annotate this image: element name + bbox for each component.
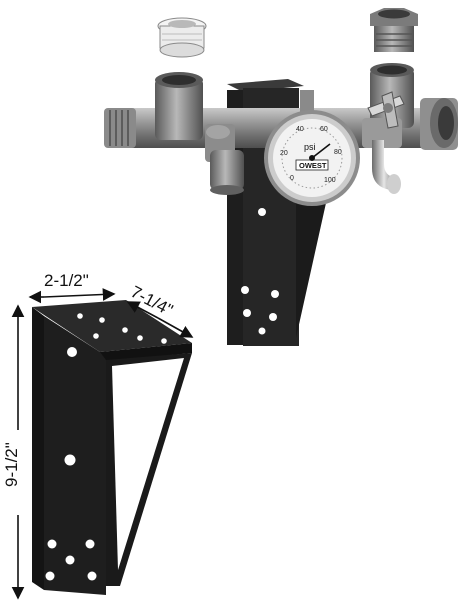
pressure-gauge: 0 20 40 60 80 100 psi OWEST — [264, 90, 360, 206]
gauge-brand-label: OWEST — [299, 161, 327, 170]
manifold-assembly: 0 20 40 60 80 100 psi OWEST — [104, 63, 458, 346]
gauge-scale-100: 100 — [324, 177, 336, 184]
white-bushing — [157, 17, 207, 58]
width-dimension-label: 2-1/2" — [44, 271, 89, 290]
gauge-scale-40: 40 — [296, 126, 304, 133]
right-threaded-outlet — [420, 98, 458, 150]
mounted-bracket — [227, 79, 330, 346]
gauge-scale-20: 20 — [280, 150, 288, 157]
check-valve — [205, 124, 244, 195]
gauge-scale-0: 0 — [290, 175, 294, 182]
gauge-scale-80: 80 — [334, 149, 342, 156]
drain-faucet — [362, 118, 402, 194]
gauge-scale-60: 60 — [320, 126, 328, 133]
metal-bushing — [370, 8, 418, 52]
left-threaded-inlet — [104, 108, 136, 148]
gauge-unit-label: psi — [304, 142, 316, 152]
dimension-arrows — [11, 288, 194, 600]
depth-arrow — [126, 301, 159, 319]
left-vertical-port — [155, 72, 203, 140]
height-dimension-label: 9-1/2" — [2, 442, 21, 487]
valve-handle-icon — [367, 91, 405, 129]
wall-bracket — [32, 300, 192, 595]
